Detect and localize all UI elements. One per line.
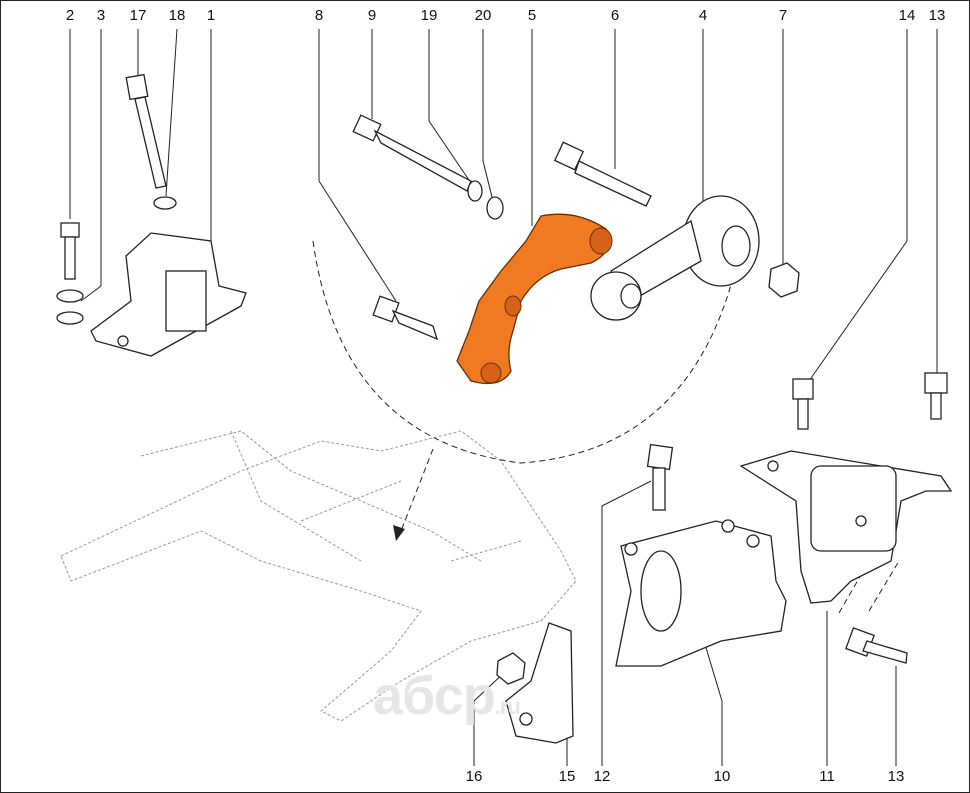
callout-10: 10 bbox=[713, 768, 731, 785]
part-4-torque-rod bbox=[590, 195, 760, 321]
callout-16: 16 bbox=[465, 768, 483, 785]
part-5-torque-rod-bracket bbox=[456, 213, 613, 385]
part-19-washer bbox=[467, 180, 483, 202]
part-9-bolt bbox=[352, 114, 472, 192]
watermark-suffix: .ru bbox=[494, 694, 521, 719]
callout-19: 19 bbox=[420, 7, 438, 24]
part-12-bolt bbox=[646, 443, 674, 511]
assembly-arc bbox=[312, 240, 737, 464]
callout-12: 12 bbox=[593, 768, 611, 785]
watermark-logo: абср.ru bbox=[373, 665, 521, 727]
callout-15: 15 bbox=[558, 768, 576, 785]
callout-5: 5 bbox=[527, 7, 537, 24]
part-3-washer bbox=[56, 289, 84, 303]
arrow-head bbox=[393, 525, 405, 541]
part-13-bolt bbox=[924, 372, 948, 420]
part-18-washer bbox=[153, 196, 177, 210]
callout-17: 17 bbox=[129, 7, 147, 24]
callout-1: 1 bbox=[206, 7, 216, 24]
callout-3: 3 bbox=[96, 7, 106, 24]
watermark-text: абср bbox=[373, 666, 496, 726]
callout-18: 18 bbox=[168, 7, 186, 24]
callout-2: 2 bbox=[65, 7, 75, 24]
part-3-washer bbox=[56, 311, 84, 325]
callout-13-bottom: 13 bbox=[887, 768, 905, 785]
callout-14: 14 bbox=[898, 7, 916, 24]
part-6-bolt bbox=[553, 141, 652, 207]
part-11-mount bbox=[739, 450, 953, 604]
callout-6: 6 bbox=[610, 7, 620, 24]
part-1-engine-mount bbox=[90, 232, 247, 357]
part-14-bolt bbox=[792, 378, 814, 430]
callout-4: 4 bbox=[698, 7, 708, 24]
callout-11: 11 bbox=[819, 768, 835, 785]
assembly-arrow-line bbox=[400, 448, 434, 532]
part-7-nut bbox=[768, 262, 800, 298]
callout-13: 13 bbox=[928, 7, 946, 24]
part-2-bolt bbox=[60, 222, 80, 280]
callout-7: 7 bbox=[778, 7, 788, 24]
part-16-nut bbox=[496, 652, 526, 685]
callout-9: 9 bbox=[367, 7, 377, 24]
part-10-gearbox-mount bbox=[615, 519, 787, 667]
part-20-washer bbox=[486, 196, 504, 220]
subframe-outline bbox=[60, 430, 577, 722]
part-8-bolt bbox=[372, 295, 439, 341]
part-15-bracket bbox=[505, 622, 574, 744]
part-17-bolt bbox=[125, 73, 167, 189]
callout-8: 8 bbox=[314, 7, 324, 24]
part-13-bolt-lower bbox=[845, 627, 908, 664]
callout-20: 20 bbox=[474, 7, 492, 24]
